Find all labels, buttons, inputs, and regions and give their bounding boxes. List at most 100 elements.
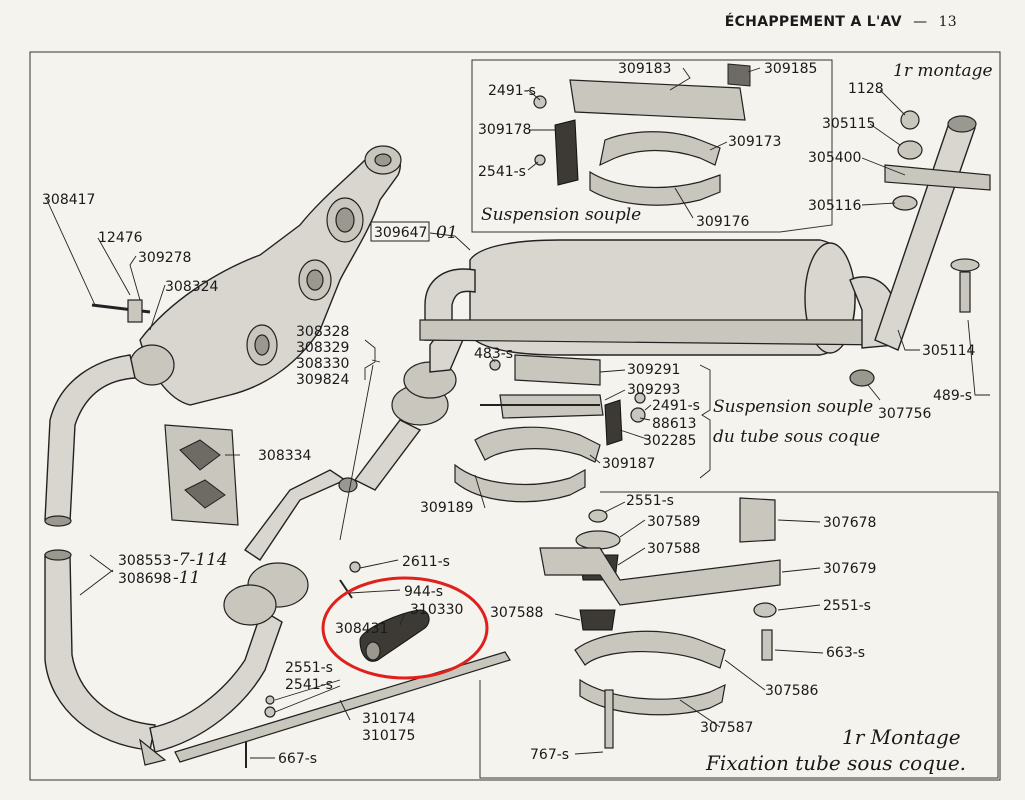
bottom-right-box (479, 491, 999, 779)
label-12476: 12476 (98, 230, 143, 246)
downpipe-lower-end (44, 549, 72, 561)
page-number: 13 (938, 14, 957, 30)
cup-307589 (575, 530, 621, 550)
label-307589: 307589 (647, 514, 700, 530)
label-310330: 310330 (410, 602, 463, 618)
label-305114: 305114 (922, 343, 976, 359)
right-top-hardware (884, 110, 991, 313)
label-305400: 305400 (808, 150, 861, 166)
label-308553: 308553 (118, 553, 171, 569)
silencer-309647 (419, 115, 977, 387)
downpipe-upper (44, 354, 136, 523)
top-suspension-box (471, 59, 833, 233)
label-308417: 308417 (42, 192, 95, 208)
label-308324: 308324 (165, 279, 219, 295)
block-309185 (727, 63, 751, 87)
nut-2611s (349, 561, 361, 573)
heat-shield-308334 (164, 424, 239, 526)
flange-lower-b (223, 584, 277, 626)
bolt-663s (761, 629, 773, 661)
manifold-port-low (306, 269, 324, 291)
page-title: ÉCHAPPEMENT A L'AV (724, 14, 902, 30)
label-310174: 310174 (362, 711, 416, 727)
label-308328: 308328 (296, 324, 349, 340)
label-663s: 663-s (826, 645, 865, 661)
rubber-307588-b (579, 609, 616, 631)
top-box-caption: Suspension souple (481, 205, 641, 225)
middle-caption-line2: du tube sous coque (713, 427, 880, 447)
top-suspension-parts (533, 63, 751, 206)
label-2541s-a: 2541-s (285, 677, 333, 693)
label-307679: 307679 (823, 561, 876, 577)
label-309187: 309187 (602, 456, 655, 472)
sleeve-308431-end (365, 641, 381, 661)
label-2611s: 2611-s (402, 554, 450, 570)
label-308698-suffix: -11 (173, 568, 200, 588)
label-88613: 88613 (652, 416, 697, 432)
central-pipe-lower (243, 469, 347, 561)
nut-2551s-c (753, 602, 777, 618)
label-308431: 308431 (335, 621, 388, 637)
bracket-309183 (569, 79, 746, 121)
middle-suspension-parts (454, 354, 646, 503)
label-310175: 310175 (362, 728, 415, 744)
bracket-309293 (499, 394, 604, 419)
stay-310174 (174, 651, 511, 763)
page-header: ÉCHAPPEMENT A L'AV — 13 (725, 14, 957, 30)
nut-1128 (900, 110, 920, 130)
washer-2541s-a (264, 706, 276, 718)
label-667s: 667-s (278, 751, 317, 767)
label-309824: 309824 (296, 372, 350, 388)
clamp-309189 (454, 463, 586, 503)
downpipe-rise (149, 608, 283, 753)
exhaust-manifold (91, 145, 402, 406)
title-separator: — (913, 14, 928, 30)
downpipe-bracket (139, 738, 167, 766)
nut-2551s-a (265, 695, 275, 705)
label-309183: 309183 (618, 61, 671, 77)
label-309278: 309278 (138, 250, 191, 266)
label-2541s-b: 2541-s (478, 164, 526, 180)
bolt-489s (959, 271, 971, 313)
label-308330: 308330 (296, 356, 349, 372)
screw-483s (489, 359, 501, 371)
highlight-circle (321, 576, 489, 680)
diagram-frames (29, 51, 1001, 781)
label-308329: 308329 (296, 340, 349, 356)
pad-302285 (604, 399, 623, 446)
label-309185: 309185 (764, 61, 817, 77)
label-767s: 767-s (530, 747, 569, 763)
label-309647: 309647 (374, 225, 427, 241)
clip-307678 (739, 497, 776, 543)
bracket-309291 (514, 354, 601, 386)
central-pipe-mid-end (338, 477, 358, 493)
label-309178: 309178 (478, 122, 531, 138)
nut-2491s (533, 95, 547, 109)
bush-305115 (897, 140, 923, 160)
label-307586: 307586 (765, 683, 819, 699)
washer-305116 (892, 195, 918, 211)
label-2491s-a: 2491-s (488, 83, 536, 99)
label-309291: 309291 (627, 362, 680, 378)
outer-frame (29, 51, 1001, 781)
downpipe-upper-end (44, 515, 72, 527)
central-pipe-mid (353, 419, 422, 491)
clamp-309187 (474, 426, 601, 463)
heat-shield-pattern (179, 439, 226, 509)
bolt-944s (339, 579, 353, 599)
label-307587: 307587 (700, 720, 753, 736)
manifold-outlet-flange (129, 344, 175, 386)
manifold-port-mid (335, 207, 355, 233)
leader-lines (45, 67, 990, 759)
label-305116: 305116 (808, 198, 862, 214)
manifold-stud-spacer (127, 299, 143, 323)
label-309176: 309176 (696, 214, 750, 230)
left-downpipes (44, 354, 283, 766)
label-308698: 308698 (118, 571, 171, 587)
label-309647-box (370, 221, 430, 242)
clamp-307586 (574, 630, 726, 669)
bracket-305400 (884, 164, 991, 191)
right-top-caption: 1r montage (893, 61, 993, 81)
